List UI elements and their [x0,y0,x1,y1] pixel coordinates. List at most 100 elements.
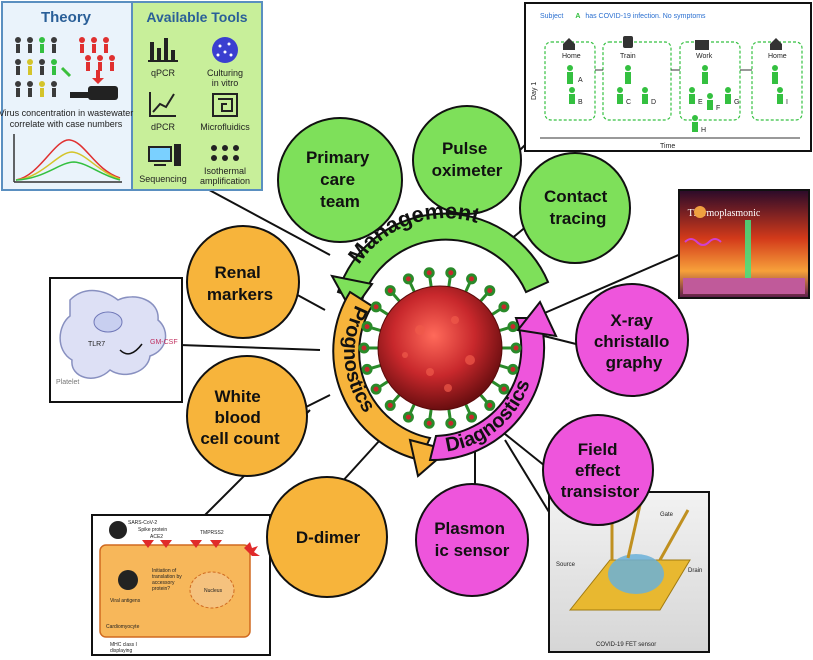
place-work: Work [696,53,713,60]
plasmon-line-1: Plasmon [434,519,505,538]
laser-beam-icon [745,220,751,280]
cell-body [99,544,251,638]
cardio-initiation: Initiation of [152,568,177,574]
svg-text:Pulse oximeter: Pulse oximeter [432,139,503,180]
virus-spike-tip [402,273,414,285]
virus-spike-tip [384,285,396,297]
bubble-wbc [186,355,308,477]
nucleus-icon [93,311,123,333]
tool-isothermal: Isothermal [204,166,246,176]
bubble-labels: Primary care team Pulse oximeter Contact… [200,139,674,560]
virus-small-icon-2 [118,570,138,590]
svg-text:Field effect trans: Field effect transistor [561,440,640,501]
cardiomyocyte-panel: SARS-CoV-2 Spike protein ACE2 TMPRSS2 Vi… [91,514,271,656]
virus-spike-tip [445,417,457,429]
management-arc [336,212,550,302]
virus-small-icon-1 [109,521,127,539]
virus-spike-tip [370,301,382,313]
coronavirus-icon [358,267,522,429]
tracing-header-post: has COVID-19 infection. No symptoms [585,13,706,20]
bubble-plasmonic [415,483,529,597]
virus-spike-tip [361,363,373,375]
fet-line-2: effect [575,461,621,480]
tracing-day-label: Day 1 [531,82,538,100]
tracing-header-letter: A [575,13,580,20]
virus-spike-tip [423,267,435,279]
microfluidics-icon [212,93,238,117]
virus-spike-tip [423,417,435,429]
place-home-2: Home [768,53,787,60]
fet-source: Source [556,562,576,568]
dpcr-icon [149,92,176,117]
cell-shape [59,289,167,379]
person-b: B [578,99,583,106]
xray-line-3: graphy [606,353,663,372]
virus-spike-tip [402,411,414,423]
cardio-spike: Spike protein [138,527,167,533]
virus-spike-tip [370,383,382,395]
cardio-translation: translation by [152,574,182,580]
svg-text:X-ray christallo g: X-ray christallo graphy [594,311,674,372]
wave-icon [684,238,722,246]
contact-line-2: tracing [550,209,607,228]
svg-text:Renal markers: Renal markers [207,263,273,304]
virus-spike-tip [498,383,510,395]
cardio-sarscov2: SARS-CoV-2 [128,520,157,526]
theory-caption-1: Virus concentration in wastewater [0,108,133,118]
thermoplasmonic-label: Thermoplasmonic [688,208,761,219]
person-e: E [698,99,703,106]
tracing-time-label: Time [660,143,675,150]
tool-dpcr: dPCR [151,122,176,132]
virus-spike-tip [507,321,519,333]
virus-spike-tip [484,399,496,411]
svg-text:Primary care team: Primary care team [306,148,374,211]
place-train: Train [620,53,636,60]
tracing-boxes [544,41,803,121]
burst-icon [244,542,260,556]
tracing-place-icons [563,36,782,50]
cardio-accessory: accessory [152,580,175,586]
virus-spike-tip [445,267,457,279]
svg-text:White blood cell c: White blood cell count [200,387,280,448]
cardio-cardiomyocyte: Cardiomyocyte [106,624,140,630]
svg-text:D-dimer: D-dimer [296,528,361,547]
virus-spike-tip [358,342,370,354]
virus-spike-tip [361,321,373,333]
tool-qpcr: qPCR [151,68,176,78]
thermoplasmonic-panel: Thermoplasmonic [678,189,810,299]
diagnostics-arrowhead [516,300,558,338]
signal-arrow-icon [119,343,143,355]
tracing-panel: Subject A has COVID-19 infection. No sym… [524,2,812,152]
tool-microfluidics: Microfluidics [200,122,250,132]
fet-caption: COVID-19 FET sensor [596,642,656,648]
virus-spike-tip [466,273,478,285]
tracing-people [567,65,783,132]
primary-care-line-3: team [320,192,360,211]
place-home-1: Home [562,53,581,60]
person-f: F [716,105,720,112]
tool-culturing: Culturing [207,68,243,78]
virus-spike-tip [384,399,396,411]
sequencing-icon [148,144,181,166]
sensor-dome [608,554,664,594]
bubble-fet [542,414,654,526]
person-i: I [786,99,788,106]
fet-drain: Drain [688,568,702,574]
tool-in-vitro: in vitro [212,78,239,88]
virus-spike-tip [507,363,519,375]
fet-line-3: transistor [561,482,640,501]
person-d: D [651,99,656,106]
culture-icon [212,37,238,63]
virus-spike-tip [466,411,478,423]
theory-caption-2: correlate with case numbers [10,119,123,129]
virus-spike-tip [484,285,496,297]
bubble-ddimer [266,476,388,598]
tracing-header-pre: Subject [540,13,563,20]
ddimer-line-1: D-dimer [296,528,361,547]
concentration-curves [13,134,122,183]
fet-line-1: Field [578,440,618,459]
cardio-protein: protein? [152,586,170,592]
cardio-ace2: ACE2 [150,534,163,540]
pulse-line-1: Pulse [442,139,487,158]
